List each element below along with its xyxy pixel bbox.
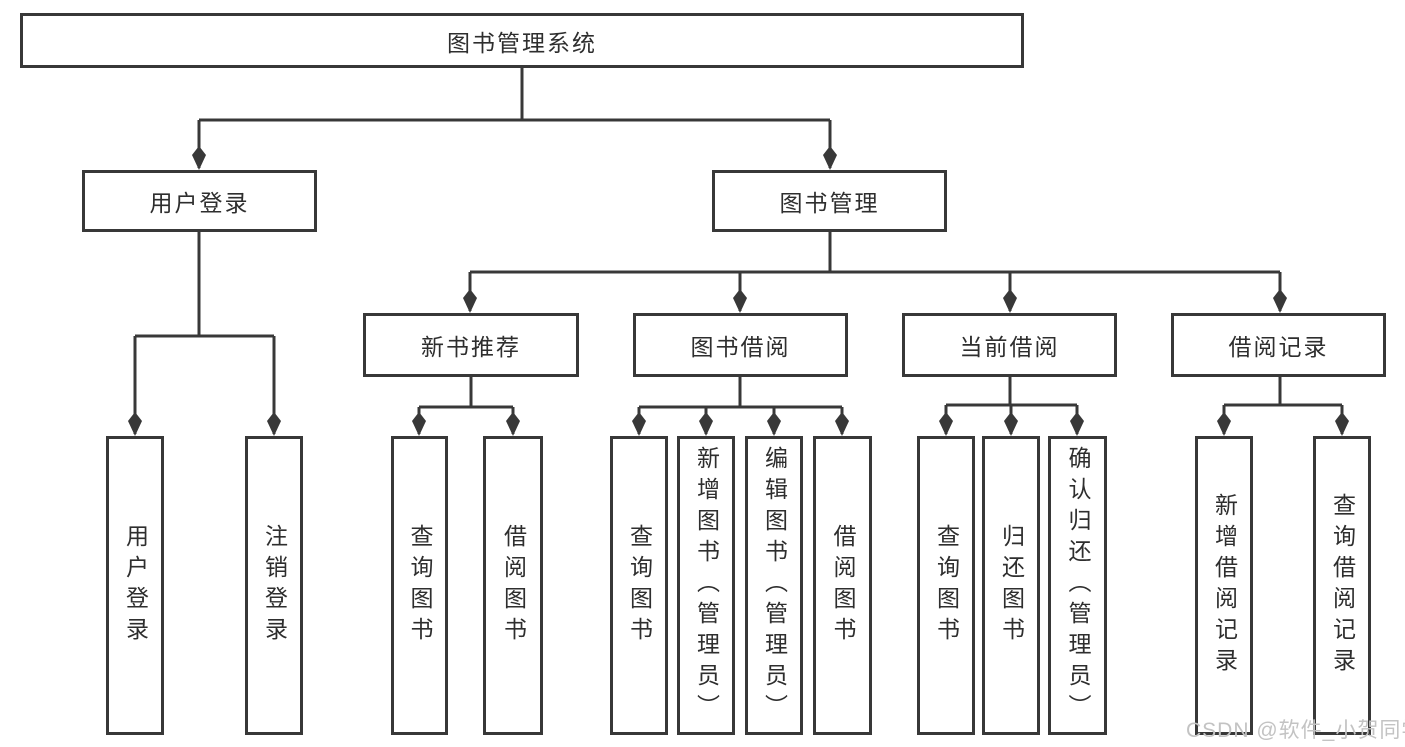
- node-current-borrowing: 当前借阅: [902, 313, 1117, 377]
- leaf-add-borrow-record: 新增借阅记录: [1195, 436, 1253, 735]
- leaf-label: 查询图书: [933, 523, 960, 648]
- leaf-query-borrow-record: 查询借阅记录: [1313, 436, 1371, 735]
- leaf-label: 查询借阅记录: [1329, 492, 1356, 679]
- leaf-query-books-recommend: 查询图书: [391, 436, 448, 735]
- leaf-return-book: 归还图书: [982, 436, 1040, 735]
- leaf-borrow-books-recommend: 借阅图书: [483, 436, 543, 735]
- leaf-label: 确认归还（管理员）: [1065, 446, 1091, 725]
- node-borrowing-records: 借阅记录: [1171, 313, 1386, 377]
- leaf-label: 新增图书（管理员）: [693, 446, 720, 725]
- leaf-label: 查询图书: [626, 523, 653, 648]
- leaf-borrow-books-borrowing: 借阅图书: [813, 436, 872, 735]
- leaf-query-books-current: 查询图书: [917, 436, 975, 735]
- node-root-library-system: 图书管理系统: [20, 13, 1024, 68]
- leaf-label: 借阅图书: [500, 523, 527, 648]
- leaf-logout: 注销登录: [245, 436, 303, 735]
- leaf-user-login: 用户登录: [106, 436, 164, 735]
- leaf-label: 查询图书: [407, 523, 433, 648]
- leaf-confirm-return-admin: 确认归还（管理员）: [1048, 436, 1107, 735]
- leaf-add-book-admin: 新增图书（管理员）: [677, 436, 735, 735]
- leaf-query-books-borrowing: 查询图书: [610, 436, 668, 735]
- leaf-label: 注销登录: [261, 523, 288, 648]
- csdn-watermark: CSDN @软件_小贺同学: [1186, 719, 1405, 742]
- leaf-label: 归还图书: [998, 523, 1025, 648]
- node-book-borrowing: 图书借阅: [633, 313, 848, 377]
- leaf-label: 用户登录: [122, 523, 149, 648]
- leaf-label: 编辑图书（管理员）: [761, 446, 788, 725]
- leaf-label: 借阅图书: [830, 523, 856, 648]
- node-book-management: 图书管理: [712, 170, 947, 232]
- node-new-book-recommend: 新书推荐: [363, 313, 579, 377]
- leaf-label: 新增借阅记录: [1211, 492, 1238, 679]
- node-user-login: 用户登录: [82, 170, 317, 232]
- leaf-edit-book-admin: 编辑图书（管理员）: [745, 436, 803, 735]
